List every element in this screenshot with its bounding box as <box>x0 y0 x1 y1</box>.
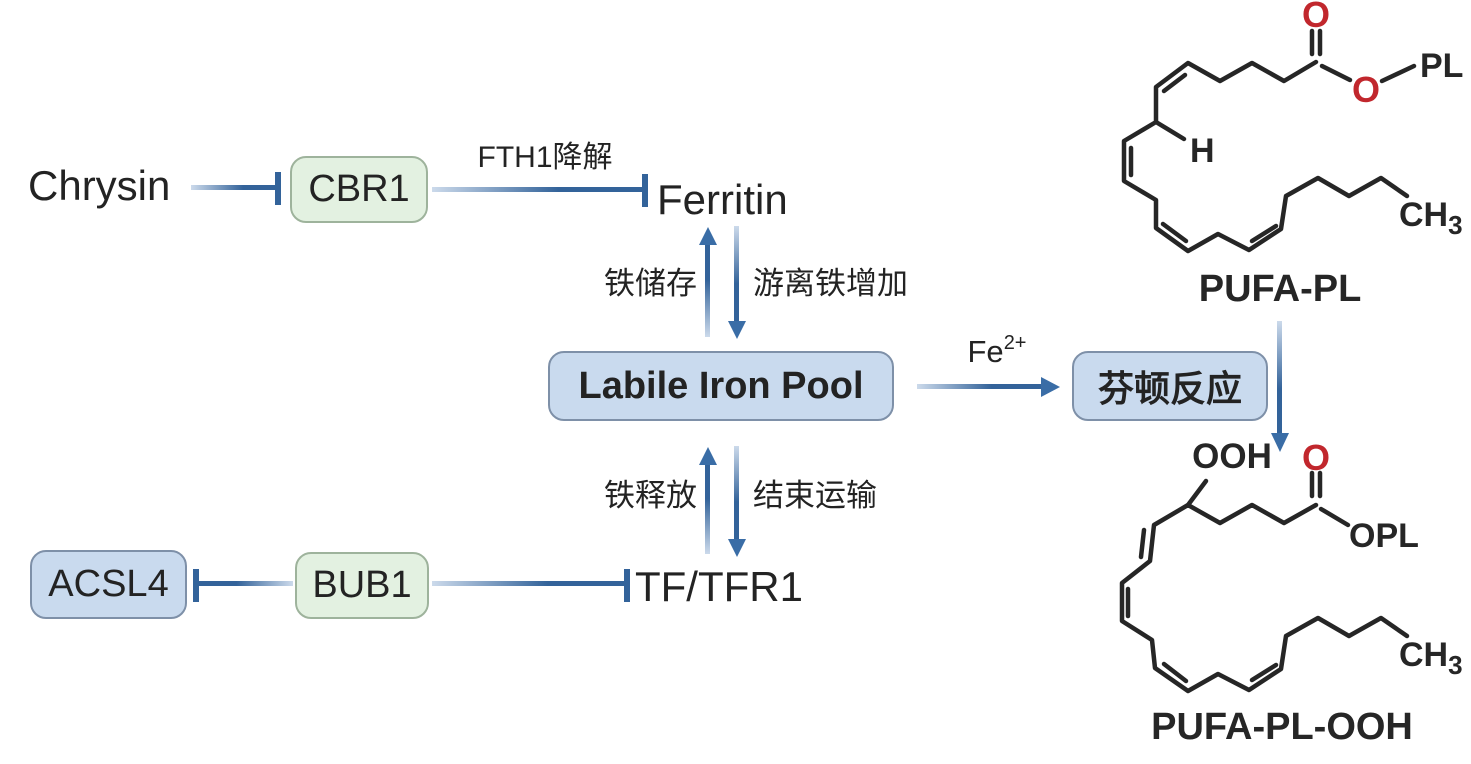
inhibition-arrow-bub1-tftfr1 <box>432 569 630 602</box>
edge-label-iron-storage: 铁储存 <box>604 266 697 301</box>
node-acsl4-label: ACSL4 <box>48 563 169 605</box>
up-arrow-iron-release <box>699 447 717 554</box>
pufa-pl-ooh-carbonyl-oxygen: O <box>1301 437 1331 478</box>
molecule-skeleton-pufa-pl-ooh <box>1119 470 1410 694</box>
edge-label-free-iron-increase: 游离铁增加 <box>753 266 908 301</box>
pufa-pl-methyl-label: CH3 <box>1399 196 1463 238</box>
pufa-pl-ester-oxygen: O <box>1351 69 1381 110</box>
down-arrow-pufa-oxidation <box>1271 321 1289 452</box>
pufa-pl-ooh-methyl-label: CH3 <box>1399 636 1463 678</box>
node-cbr1-label: CBR1 <box>308 168 410 210</box>
pufa-pl-phospholipid-label: PL <box>1420 47 1464 85</box>
pufa-pl-ooh-methyl-subscript: 3 <box>1448 650 1463 680</box>
pufa-pl-methyl-base: CH <box>1399 196 1449 234</box>
arrow-lip-fenton <box>917 377 1060 397</box>
node-bub1: BUB1 <box>295 552 429 619</box>
down-arrow-end-transport <box>728 446 746 557</box>
pufa-pl-methyl-subscript: 3 <box>1448 210 1463 240</box>
pufa-pl-carbonyl-oxygen: O <box>1301 0 1331 35</box>
pufa-pl-ooh-ester-label: OPL <box>1349 517 1419 555</box>
node-chrysin: Chrysin <box>28 162 171 209</box>
node-ferritin: Ferritin <box>657 176 788 223</box>
node-cbr1: CBR1 <box>290 156 428 223</box>
inhibition-arrow-cbr1-ferritin <box>432 174 648 207</box>
node-acsl4: ACSL4 <box>30 550 187 619</box>
pufa-pl-ooh-name: PUFA-PL-OOH <box>1151 706 1413 748</box>
node-bub1-label: BUB1 <box>312 564 412 606</box>
edge-label-iron-release: 铁释放 <box>604 478 697 513</box>
edge-label-fth1-degradation: FTH1降解 <box>477 141 613 174</box>
edge-label-fe2plus: Fe2+ <box>967 332 1027 370</box>
inhibition-arrow-chrysin-cbr1 <box>191 172 281 205</box>
node-tf-tfr1: TF/TFR1 <box>635 563 803 610</box>
pufa-pl-name: PUFA-PL <box>1198 268 1362 310</box>
pufa-pl-hydrogen-label: H <box>1190 132 1215 170</box>
node-fenton-reaction-label: 芬顿反应 <box>1097 368 1242 409</box>
up-arrow-iron-storage <box>699 227 717 337</box>
inhibition-arrow-bub1-acsl4 <box>193 569 293 602</box>
node-labile-iron-pool: Labile Iron Pool <box>548 351 894 421</box>
fe2plus-base: Fe <box>967 334 1004 369</box>
down-arrow-free-iron-increase <box>728 226 746 339</box>
pufa-pl-ooh-hydroperoxide-label: OOH <box>1192 437 1272 476</box>
node-fenton-reaction: 芬顿反应 <box>1072 351 1268 421</box>
molecule-skeleton-pufa-pl <box>1121 28 1417 254</box>
pufa-pl-ooh-methyl-base: CH <box>1399 636 1449 674</box>
fe2plus-superscript: 2+ <box>1003 332 1027 354</box>
edge-label-end-transport: 结束运输 <box>753 478 877 513</box>
node-labile-iron-pool-label: Labile Iron Pool <box>578 364 864 407</box>
